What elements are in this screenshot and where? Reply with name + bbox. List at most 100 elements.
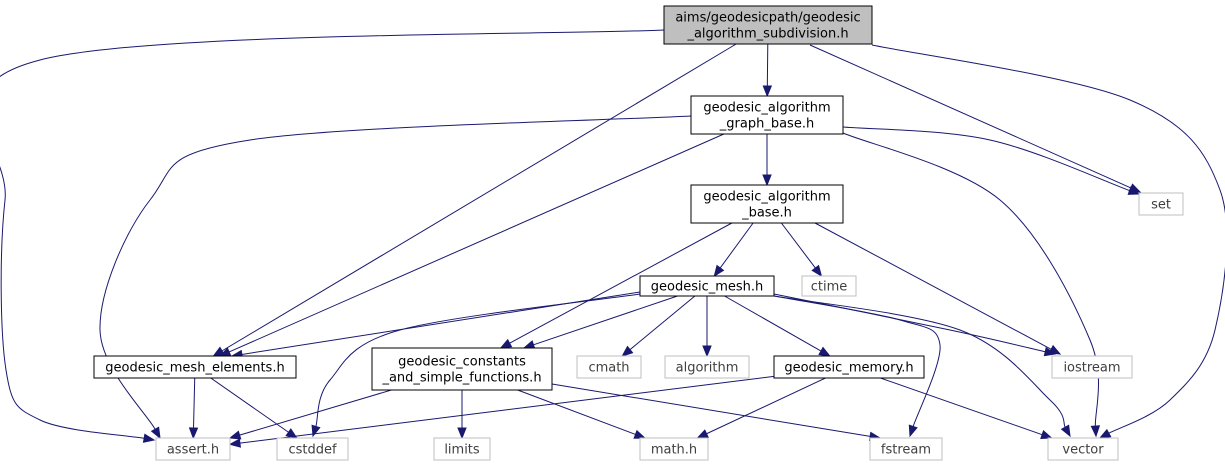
node-label: cstddef <box>288 443 337 458</box>
node-alg-base[interactable]: geodesic_algorithm_base.h <box>690 184 844 224</box>
edge-graph_base-to-assert <box>99 115 692 440</box>
arrowhead-icon <box>713 264 725 278</box>
edge-line <box>239 375 775 444</box>
edge-line <box>871 44 1225 434</box>
edge-line <box>551 383 871 437</box>
node-label: set <box>1151 198 1171 213</box>
node-box <box>276 437 349 461</box>
node-label: geodesic_mesh_elements.h <box>105 361 284 376</box>
node-label: geodesic_algorithm <box>703 190 830 205</box>
node-box <box>639 275 775 297</box>
node-limits: limits <box>433 437 491 461</box>
node-mesh[interactable]: geodesic_mesh.h <box>639 275 775 297</box>
edge-line <box>509 222 733 344</box>
edge-line <box>780 222 816 269</box>
node-box <box>576 355 642 379</box>
node-label: limits <box>444 443 480 458</box>
arrowhead-icon <box>811 264 823 278</box>
node-label: _graph_base.h <box>719 117 814 132</box>
edge-alg_base-to-mesh <box>713 222 754 278</box>
edge-constants-to-assert <box>228 389 392 440</box>
edge-alg_base-to-ctime <box>780 222 823 278</box>
edge-line <box>719 222 754 269</box>
edge-graph_base-to-set <box>842 126 1141 195</box>
node-cmath: cmath <box>576 355 642 379</box>
arrowhead-icon <box>1098 428 1112 439</box>
arrowhead-icon <box>188 427 199 440</box>
edge-line <box>239 389 392 436</box>
edge-line <box>842 126 1130 192</box>
edge-mesh-to-memory <box>724 295 831 357</box>
edge-line <box>814 222 1052 350</box>
edge-constants-to-math <box>517 389 647 439</box>
edge-alg_base-to-constants <box>499 222 733 349</box>
edge-line <box>629 295 696 351</box>
edge-line <box>809 44 1132 189</box>
edge-mesh_elements-to-assert <box>188 377 199 440</box>
arrowhead-icon <box>818 346 831 357</box>
node-box <box>690 184 844 224</box>
arrowhead-icon <box>762 85 773 98</box>
arrowhead-icon <box>702 345 712 358</box>
edge-memory-to-vector <box>880 377 1053 439</box>
arrowhead-icon <box>696 429 709 439</box>
edge-constants-to-limits <box>457 390 467 440</box>
edge-line <box>773 295 941 427</box>
arrowhead-icon <box>457 427 467 440</box>
node-math: math.h <box>639 437 709 461</box>
arrowhead-icon <box>1127 185 1141 195</box>
node-box <box>773 355 925 379</box>
edge-line <box>99 115 692 430</box>
arrowhead-icon <box>1060 424 1071 438</box>
node-label: algorithm <box>676 361 739 376</box>
edge-graph_base-to-alg_base <box>762 134 772 187</box>
edge-line <box>193 377 196 429</box>
arrowhead-icon <box>1040 430 1053 439</box>
arrowhead-icon <box>499 338 513 349</box>
node-box <box>433 437 491 461</box>
node-box <box>690 95 844 135</box>
node-memory[interactable]: geodesic_memory.h <box>773 355 925 379</box>
node-label: _base.h <box>741 206 792 221</box>
edge-line <box>210 377 289 433</box>
edge-line <box>517 389 636 435</box>
edge-line <box>842 132 1100 427</box>
node-box <box>1047 437 1119 461</box>
arrowhead-icon <box>1090 425 1101 438</box>
edge-line <box>533 295 678 346</box>
edge-main-to-vector <box>871 44 1225 439</box>
arrowhead-icon <box>228 438 242 448</box>
node-label: geodesic_memory.h <box>784 361 913 376</box>
node-label: cmath <box>588 361 629 376</box>
edge-mesh-to-constants <box>522 295 678 350</box>
edge-line <box>315 293 641 427</box>
edge-line <box>724 295 822 352</box>
node-cstddef: cstddef <box>276 437 349 461</box>
node-box <box>1138 192 1184 216</box>
node-mesh-elements[interactable]: geodesic_mesh_elements.h <box>93 355 297 379</box>
node-box <box>639 437 709 461</box>
node-box <box>663 5 873 45</box>
node-label: vector <box>1062 443 1104 458</box>
arrowhead-icon <box>311 424 321 438</box>
node-label: _algorithm_subdivision.h <box>686 27 848 42</box>
arrowhead-icon <box>1043 347 1057 357</box>
edge-mesh-to-cstddef <box>311 293 641 438</box>
arrowhead-icon <box>142 433 156 443</box>
node-main[interactable]: aims/geodesicpath/geodesic_algorithm_sub… <box>663 5 873 45</box>
edge-main-to-set <box>809 44 1142 193</box>
edge-mesh-to-cmath <box>621 295 696 357</box>
edge-line <box>0 29 665 439</box>
edge-memory-to-assert <box>228 375 775 448</box>
node-constants[interactable]: geodesic_constants_and_simple_functions.… <box>371 347 553 391</box>
node-assert: assert.h <box>155 437 231 461</box>
arrowhead-icon <box>762 174 772 187</box>
edge-line <box>880 377 1043 436</box>
node-label: _and_simple_functions.h <box>381 371 541 386</box>
edge-graph_base-to-vector <box>842 132 1101 438</box>
edge-constants-to-fstream <box>551 383 882 441</box>
node-box <box>1051 355 1133 379</box>
edge-mesh_elements-to-cstddef <box>210 377 298 439</box>
node-graph-base[interactable]: geodesic_algorithm_graph_base.h <box>690 95 844 135</box>
edge-mesh-to-algorithm <box>702 296 712 358</box>
